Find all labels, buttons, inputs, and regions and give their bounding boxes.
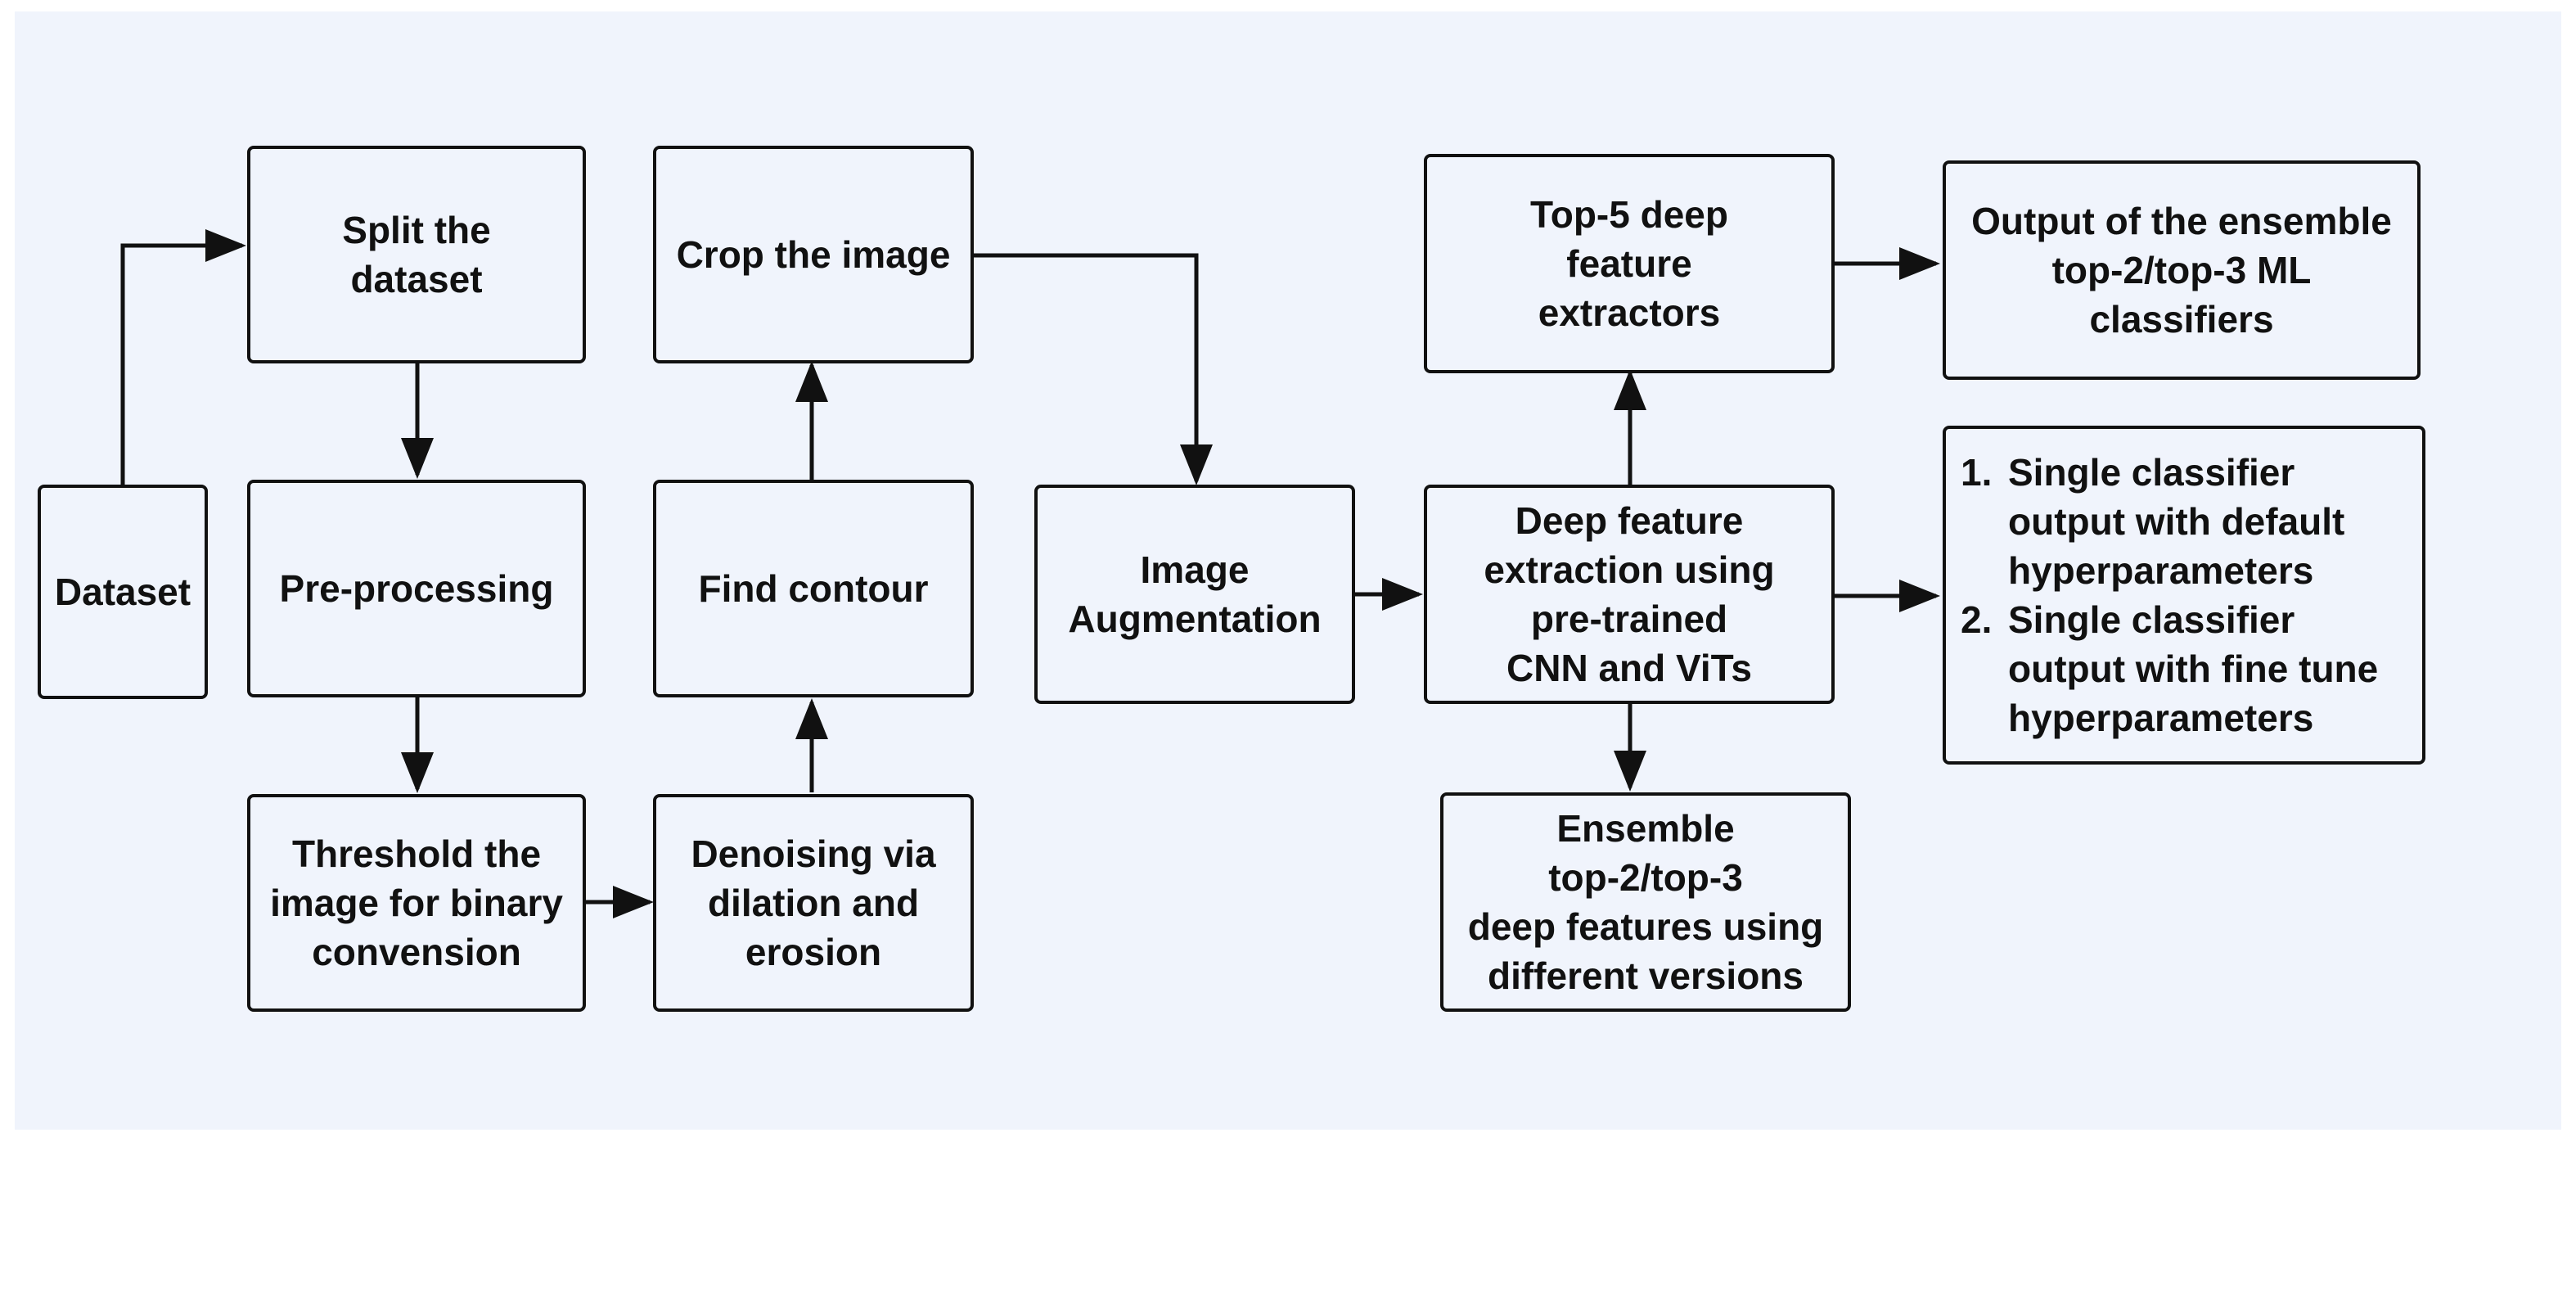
list-item: 2. Single classifier output with fine tu… [1961, 595, 2378, 742]
ensemble-output-node: Output of the ensemble top-2/top-3 ML cl… [1943, 160, 2421, 380]
denoising-node: Denoising via dilation and erosion [653, 794, 974, 1012]
list-number: 2. [1961, 598, 1993, 641]
threshold-node: Threshold the image for binary convensio… [247, 794, 586, 1012]
dataset-node: Dataset [38, 485, 208, 699]
single-classifier-list: 1. Single classifier output with default… [1961, 448, 2378, 742]
ensemble-deep-features-node: Ensemble top-2/top-3 deep features using… [1440, 792, 1851, 1012]
find-contour-node: Find contour [653, 480, 974, 697]
image-augmentation-node: Image Augmentation [1034, 485, 1355, 704]
single-classifier-outputs-node: 1. Single classifier output with default… [1943, 426, 2425, 765]
crop-image-node: Crop the image [653, 146, 974, 363]
list-item: 1. Single classifier output with default… [1961, 448, 2378, 595]
preprocessing-node: Pre-processing [247, 480, 586, 697]
list-number: 1. [1961, 451, 1993, 494]
list-text: Single classifier output with default hy… [2008, 451, 2345, 592]
arrow-crop-to-augmentation [972, 253, 1213, 485]
top5-extractors-node: Top-5 deep feature extractors [1424, 154, 1835, 373]
arrow-dataset-to-split [120, 229, 246, 485]
deep-feature-extraction-node: Deep feature extraction using pre-traine… [1424, 485, 1835, 704]
split-dataset-node: Split the dataset [247, 146, 586, 363]
list-text: Single classifier output with fine tune … [2008, 598, 2379, 739]
